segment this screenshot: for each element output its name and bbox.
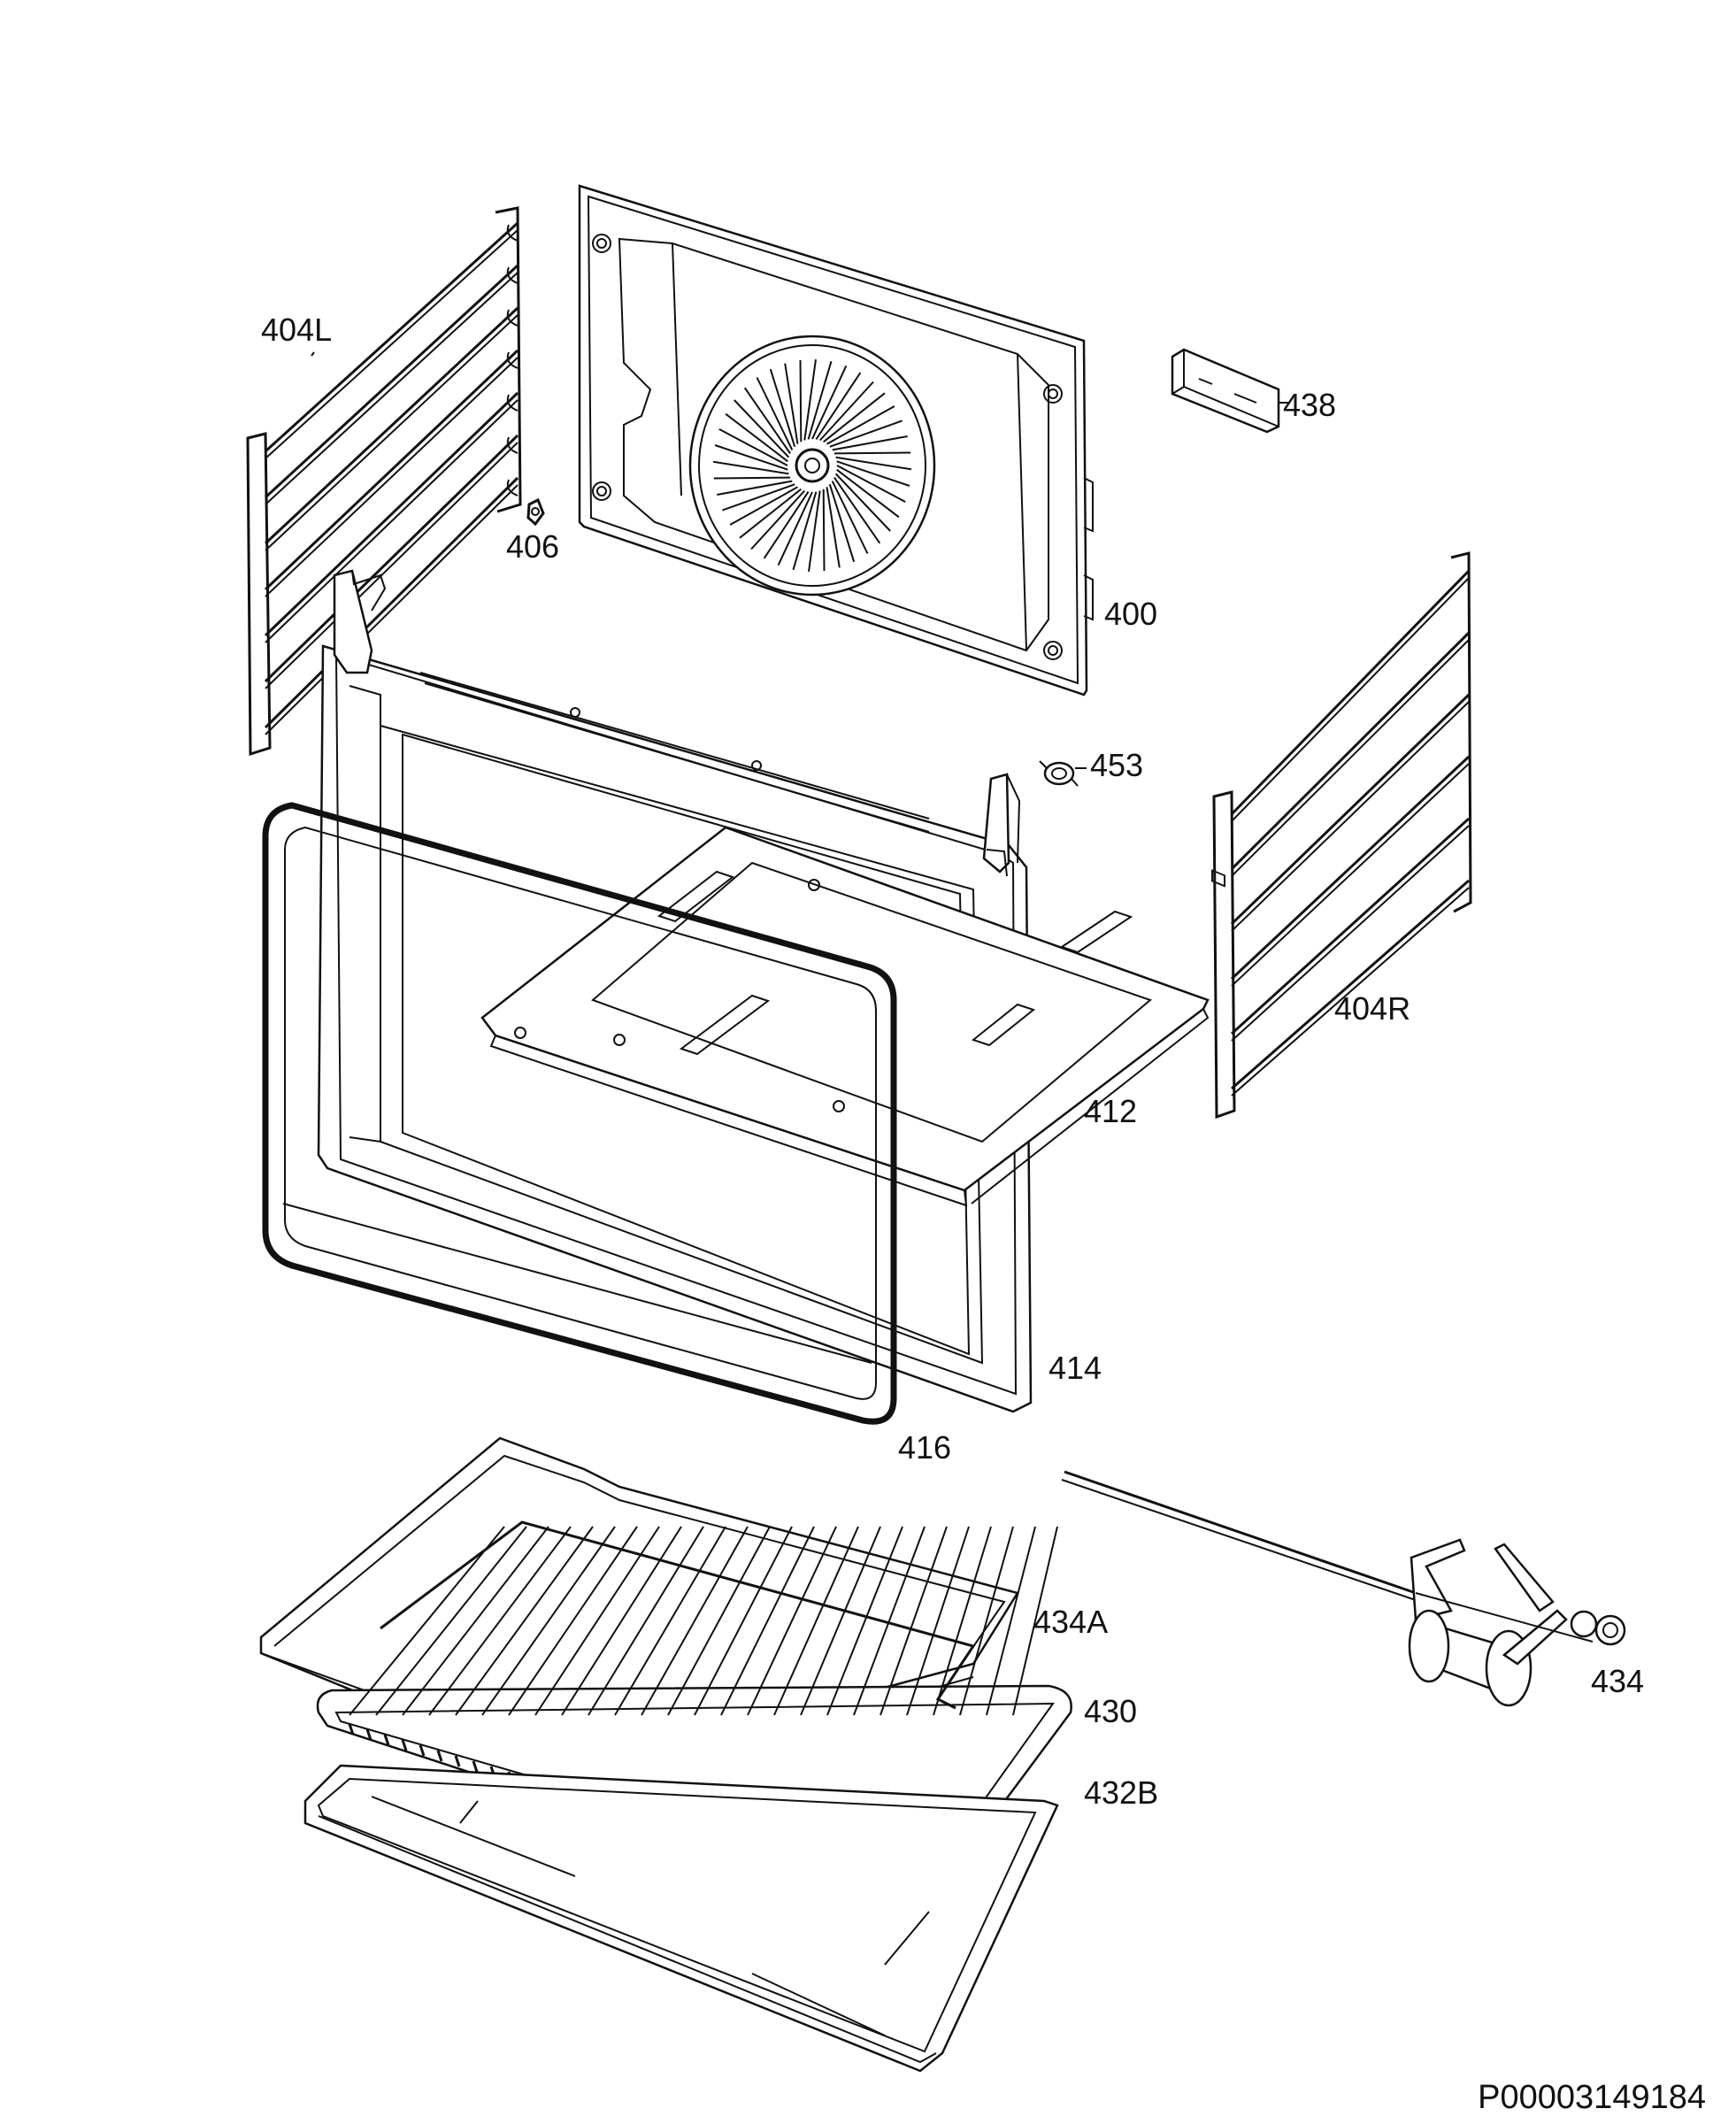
label-430: 430 [1084,1693,1137,1729]
lamp-holder-453 [1039,760,1079,787]
shelf-rack-right-404R [1212,551,1472,1120]
label-414: 414 [1049,1350,1102,1386]
rotisserie-434 [1061,1470,1626,1707]
label-416: 416 [898,1429,951,1466]
fan-cover-slots [712,358,912,573]
label-412: 412 [1084,1093,1137,1129]
leader-lines [311,351,1290,769]
bracket-438 [1171,348,1280,888]
clip-406 [526,497,545,527]
label-400: 400 [1104,596,1157,632]
drawing-code: P00003149184 [1478,2079,1706,2116]
label-432B: 432B [1084,1774,1158,1811]
label-438: 438 [1283,387,1336,423]
label-453: 453 [1090,747,1143,783]
door-gasket-416 [262,802,897,1425]
label-406: 406 [506,528,559,565]
label-404L: 404L [261,312,332,348]
baking-tray-432B [303,1764,1059,2073]
shelf-rack-left-404L [246,206,522,757]
part-labels: 404L 438 406 400 453 404R 412 414 416 43… [261,312,1644,1811]
floor-panel-412 [480,826,1210,1207]
label-434A: 434A [1033,1604,1108,1640]
back-panel-400 [578,184,1094,696]
label-404R: 404R [1334,990,1410,1027]
label-434: 434 [1591,1663,1644,1699]
